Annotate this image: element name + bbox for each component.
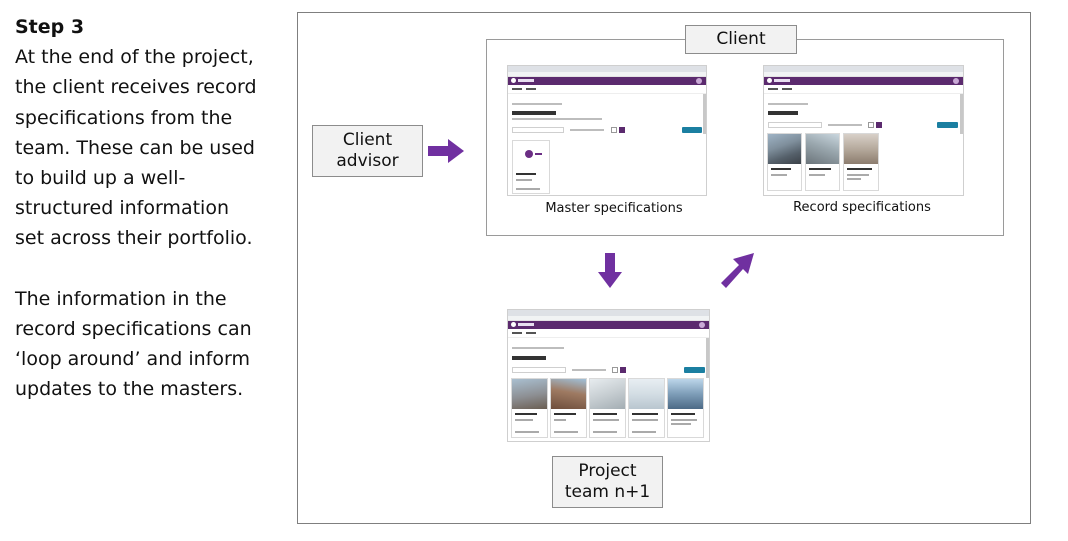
grid-view-icon <box>612 367 618 373</box>
app-header <box>508 77 706 85</box>
arrow-down-icon <box>598 253 622 288</box>
record-specifications-caption: Record specifications <box>793 200 931 215</box>
app-tabs <box>764 85 963 94</box>
browser-address-bar <box>508 316 709 321</box>
master-specifications-screenshot <box>507 65 707 196</box>
step-heading: Step 3 <box>15 16 85 38</box>
scrollbar <box>706 338 709 378</box>
client-label-text: Client <box>716 29 766 49</box>
grid-view-icon <box>611 127 617 133</box>
search-input <box>768 122 822 128</box>
step-text-line: ‘loop around’ and inform <box>15 348 250 371</box>
app-tabs <box>508 85 706 94</box>
create-button <box>682 127 702 133</box>
avatar <box>696 78 702 84</box>
page-title <box>512 111 556 115</box>
app-brand <box>774 79 790 82</box>
nbs-logo-text <box>535 153 542 155</box>
step-text-line: set across their portfolio. <box>15 227 253 250</box>
browser-address-bar <box>764 72 963 77</box>
search-input <box>512 367 566 373</box>
advisor-label-line: advisor <box>336 151 399 171</box>
sort-control <box>572 369 606 371</box>
step-description: Step 3 At the end of the project, the cl… <box>15 12 285 404</box>
step-text-line: specifications from the <box>15 106 233 129</box>
scrollbar <box>960 94 963 134</box>
browser-tab-strip <box>508 310 709 316</box>
step-text-line: team. These can be used <box>15 136 255 159</box>
project-card <box>589 378 626 438</box>
project-card <box>550 378 587 438</box>
step-text-line: updates to the masters. <box>15 378 244 401</box>
app-brand <box>518 323 534 326</box>
avatar <box>699 322 705 328</box>
sort-control <box>570 129 604 131</box>
page-title <box>768 111 798 115</box>
master-folder-card <box>512 140 550 194</box>
paragraph-gap <box>15 254 285 284</box>
app-header <box>508 321 709 329</box>
arrow-right-shape <box>428 139 464 163</box>
project-team-screenshot <box>507 309 710 442</box>
browser-tab-strip <box>508 66 706 72</box>
app-logo-icon <box>511 322 516 327</box>
app-logo-icon <box>511 78 516 83</box>
project-card <box>843 133 879 191</box>
step-text-line: the client receives record <box>15 76 257 99</box>
project-card <box>767 133 802 191</box>
app-logo-icon <box>767 78 772 83</box>
client-label: Client <box>685 25 797 54</box>
browser-tab-strip <box>764 66 963 72</box>
list-view-icon <box>876 122 882 128</box>
browser-address-bar <box>508 72 706 77</box>
client-advisor-label: Client advisor <box>312 125 423 177</box>
sort-control <box>828 124 862 126</box>
project-card <box>667 378 704 438</box>
project-card <box>805 133 840 191</box>
team-label-line: Project <box>578 461 637 481</box>
breadcrumb <box>768 103 808 105</box>
diagram-frame <box>297 12 1031 524</box>
project-team-label: Project team n+1 <box>552 456 663 508</box>
page-title <box>512 356 546 360</box>
step-text-line: to build up a well- <box>15 167 186 190</box>
record-specifications-screenshot <box>763 65 964 196</box>
grid-view-icon <box>868 122 874 128</box>
project-card <box>628 378 665 438</box>
folder-logo-area <box>513 141 549 167</box>
step-text-line: The information in the <box>15 287 227 310</box>
scrollbar <box>703 94 706 134</box>
page-subtitle <box>512 118 602 120</box>
step-text-line: record specifications can <box>15 317 252 340</box>
step-text-line: At the end of the project, <box>15 46 254 69</box>
app-brand <box>518 79 534 82</box>
arrow-right-icon <box>428 139 464 163</box>
arrow-up-right-shape <box>721 253 754 288</box>
breadcrumb <box>512 103 562 105</box>
list-view-icon <box>619 127 625 133</box>
avatar <box>953 78 959 84</box>
master-specifications-caption: Master specifications <box>545 201 683 216</box>
arrow-up-right-icon <box>721 253 754 288</box>
app-header <box>764 77 963 85</box>
create-button <box>684 367 705 373</box>
search-input <box>512 127 564 133</box>
arrow-down-shape <box>598 253 622 288</box>
nbs-logo-icon <box>525 150 533 158</box>
advisor-label-line: Client <box>342 130 393 150</box>
app-tabs <box>508 329 709 338</box>
team-label-line: team n+1 <box>564 482 651 502</box>
breadcrumb <box>512 347 564 349</box>
create-button <box>937 122 958 128</box>
project-card <box>511 378 548 438</box>
list-view-icon <box>620 367 626 373</box>
step-text-line: structured information <box>15 197 229 220</box>
